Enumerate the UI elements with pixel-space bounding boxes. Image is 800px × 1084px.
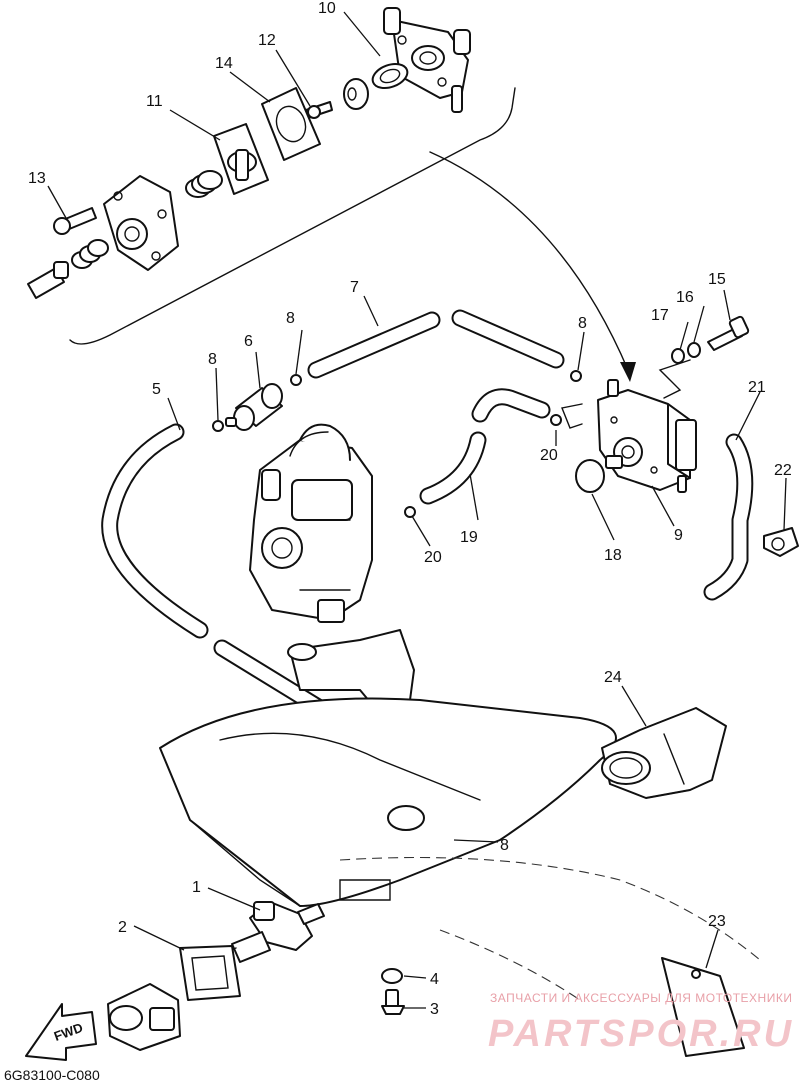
callout-19: 19 <box>460 529 478 546</box>
diagram-part-code: 6G83100-C080 <box>4 1067 100 1083</box>
callout-22: 22 <box>774 462 792 479</box>
callout-8-b: 8 <box>208 351 217 368</box>
o-ring-part <box>575 459 605 493</box>
callout-leaders <box>47 11 787 1009</box>
callout-4: 4 <box>430 971 439 988</box>
carburetor-part <box>249 423 373 623</box>
callout-18: 18 <box>604 547 622 564</box>
callout-numbers: 10 12 14 11 13 7 8 6 8 5 8 17 16 15 21 2… <box>28 0 792 1018</box>
filter-element-part <box>601 707 727 799</box>
pump-cover-part <box>383 7 471 113</box>
fuel-connector-part <box>107 983 181 1051</box>
callout-16: 16 <box>676 289 694 306</box>
warning-label-part <box>661 957 745 1057</box>
callout-8-d: 8 <box>500 837 509 854</box>
joint-gasket-part <box>179 945 241 1001</box>
screw-and-washer <box>381 968 405 1015</box>
callout-10: 10 <box>318 0 336 17</box>
callout-20-a: 20 <box>540 447 558 464</box>
callout-20-b: 20 <box>424 549 442 566</box>
fwd-arrow: FWD <box>25 1003 97 1061</box>
fuel-joint-part <box>209 901 325 963</box>
callout-2: 2 <box>118 919 127 936</box>
callout-1: 1 <box>192 879 201 896</box>
callout-15: 15 <box>708 271 726 288</box>
callout-12: 12 <box>258 32 276 49</box>
fuel-tank-base <box>159 629 761 1001</box>
fuel-filter-part <box>225 383 283 431</box>
callout-8-a: 8 <box>286 310 295 327</box>
watermark-line1: ЗАПЧАСТИ И АКСЕССУАРЫ ДЛЯ МОТОТЕХНИКИ <box>490 991 792 1005</box>
callout-24: 24 <box>604 669 622 686</box>
callout-5: 5 <box>152 381 161 398</box>
callout-9: 9 <box>674 527 683 544</box>
bolt-and-washers <box>671 315 750 364</box>
callout-23: 23 <box>708 913 726 930</box>
fuel-pump-assembly-part <box>597 379 697 493</box>
watermark-line2: PARTSPOR.RU <box>488 1013 794 1055</box>
callout-11: 11 <box>146 93 163 110</box>
callout-21: 21 <box>748 379 766 396</box>
callout-6: 6 <box>244 333 253 350</box>
callout-7: 7 <box>350 279 359 296</box>
pump-body-part <box>103 175 179 271</box>
callout-3: 3 <box>430 1001 439 1018</box>
watermark: ЗАПЧАСТИ И АКСЕССУАРЫ ДЛЯ МОТОТЕХНИКИ PA… <box>488 991 794 1055</box>
callout-17: 17 <box>651 307 669 324</box>
callout-14: 14 <box>215 55 233 72</box>
callout-8-c: 8 <box>578 315 587 332</box>
callout-13: 13 <box>28 170 46 187</box>
hose-clamp-part <box>763 527 799 557</box>
pump-detail-panel <box>27 7 636 382</box>
spring-part <box>185 170 223 198</box>
